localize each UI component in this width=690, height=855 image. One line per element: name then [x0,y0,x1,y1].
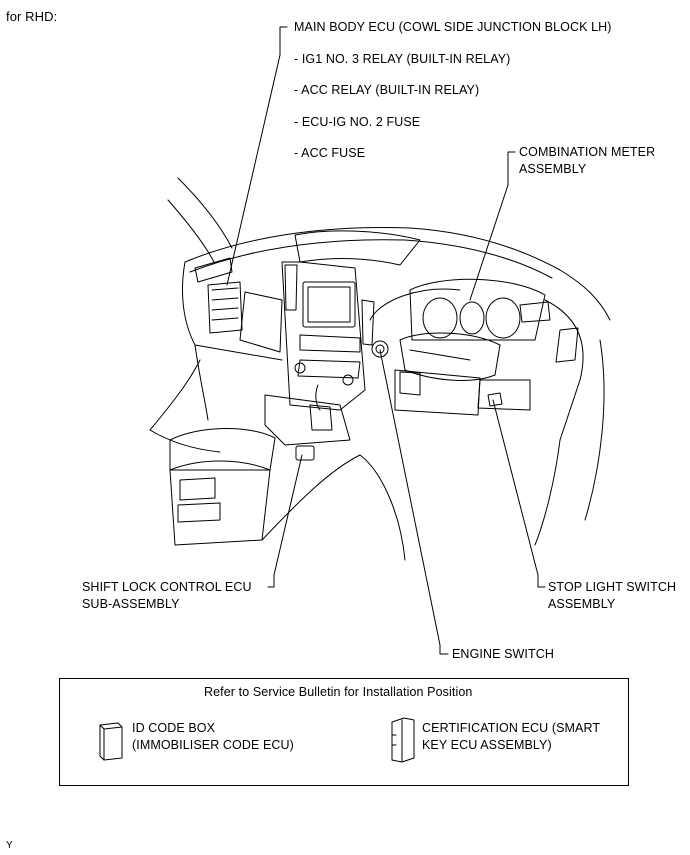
knee-buttons [399,371,421,396]
main-body-item-1: - IG1 NO. 3 RELAY (BUILT-IN RELAY) [294,52,511,66]
a-pillar-left [177,177,233,249]
nav-screen [302,281,356,328]
certification-ecu-icon [391,717,415,763]
shift-lock-ecu-part [295,445,315,461]
gauge-right [485,297,521,339]
floor-right [359,454,406,561]
certification-ecu-label-2: KEY ECU ASSEMBLY) [422,738,552,752]
center-stack-outline [281,261,366,411]
dash-top [184,226,611,321]
right-door-line [584,339,605,521]
stack-buttons-1 [299,334,361,353]
shifter-gate [309,404,333,431]
stack-knob-left [294,362,306,374]
cluster-right-vent [519,301,551,323]
combination-meter-label-2: ASSEMBLY [519,162,587,176]
main-body-item-2: - ACC RELAY (BUILT-IN RELAY) [294,83,480,97]
knee-panel [394,369,481,416]
stack-knob-right [342,374,354,386]
floor-center [261,454,361,541]
steering-spoke [409,349,471,361]
right-lower-panel [477,379,531,411]
legend-box [59,678,629,786]
floor-left [149,429,221,453]
certification-ecu-label-1: CERTIFICATION ECU (SMART [422,721,601,735]
dash-right-panel [555,327,579,363]
stack-vents-r [361,299,375,346]
steering-column [399,332,501,381]
engine-switch-label: ENGINE SWITCH [452,647,554,661]
leader-shift-lock [267,454,303,588]
id-code-box-icon [99,722,123,761]
stack-buttons-2 [297,359,361,379]
a-pillar-left-inner [167,199,215,263]
right-door [534,439,561,546]
id-code-box-label-2: (IMMOBILISER CODE ECU) [132,738,294,752]
steering-wheel-upper [369,288,461,321]
left-door [149,359,201,431]
variant-label: for RHD: [6,9,58,24]
gauge-left [422,297,458,339]
dash-left-vent [194,257,233,283]
combination-meter-label-1: COMBINATION METER [519,145,656,159]
gauge-center [459,301,485,335]
main-body-ecu-box [207,281,243,334]
stop-light-switch-part [487,392,503,407]
cluster-hood [409,278,546,341]
id-code-box-label-1: ID CODE BOX [132,721,216,735]
stop-light-label-2: ASSEMBLY [548,597,616,611]
armrest [169,428,276,471]
stop-light-label-1: STOP LIGHT SWITCH [548,580,677,594]
leader-main-body [226,26,288,286]
main-body-ecu-label: MAIN BODY ECU (COWL SIDE JUNCTION BLOCK … [294,20,612,34]
shift-lock-label-1: SHIFT LOCK CONTROL ECU [82,580,252,594]
rear-controls [177,502,221,523]
dash-left-glovebox [239,291,283,353]
dash-right-side [544,299,584,441]
legend-title: Refer to Service Bulletin for Installati… [204,685,473,699]
shift-lock-label-2: SUB-ASSEMBLY [82,597,180,611]
main-body-item-3: - ECU-IG NO. 2 FUSE [294,115,421,129]
main-body-item-4: - ACC FUSE [294,146,366,160]
leader-engine-switch [379,349,449,655]
leader-stop-light [492,399,546,588]
dash-left-lower [194,344,209,421]
shifter [315,384,321,411]
rear-vents [179,477,216,501]
stack-vents [284,264,298,311]
dash-left-body [181,261,283,361]
nav-screen-inner [307,286,351,323]
dash-top-inner [189,239,553,279]
engine-switch-knob [371,340,389,358]
corner-mark: Y [6,840,13,851]
leader-combination-meter [469,151,516,301]
center-hood [294,230,421,266]
console-tunnel [264,394,351,446]
